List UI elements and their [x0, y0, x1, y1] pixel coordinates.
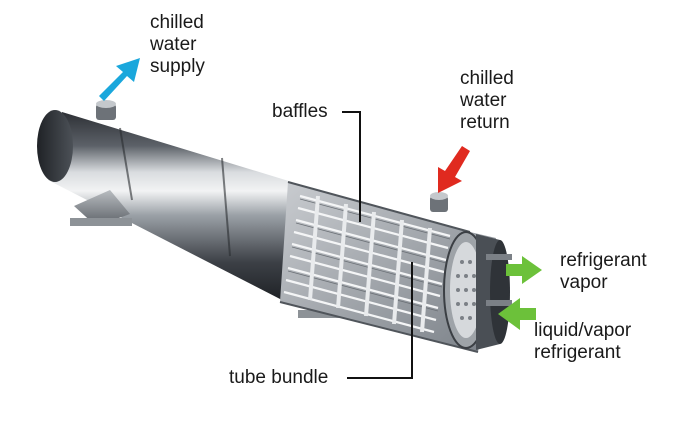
label-liquid-vapor-refrigerant: liquid/vapor refrigerant [534, 320, 631, 364]
end-head-flange [476, 234, 512, 350]
label-chilled-water-return: chilled water return [460, 68, 514, 134]
label-tube-bundle: tube bundle [229, 367, 328, 389]
label-chilled-water-supply: chilled water supply [150, 12, 205, 78]
arrow-down-left-icon [438, 146, 470, 193]
label-refrigerant-vapor: refrigerant vapor [560, 250, 647, 294]
shell-body [37, 110, 292, 300]
arrow-right-icon [506, 256, 542, 284]
return-nozzle [430, 192, 448, 212]
arrow-up-right-icon [99, 58, 140, 101]
label-baffles: baffles [272, 101, 328, 123]
shell-end-cap [37, 110, 73, 182]
supply-nozzle [96, 100, 116, 120]
